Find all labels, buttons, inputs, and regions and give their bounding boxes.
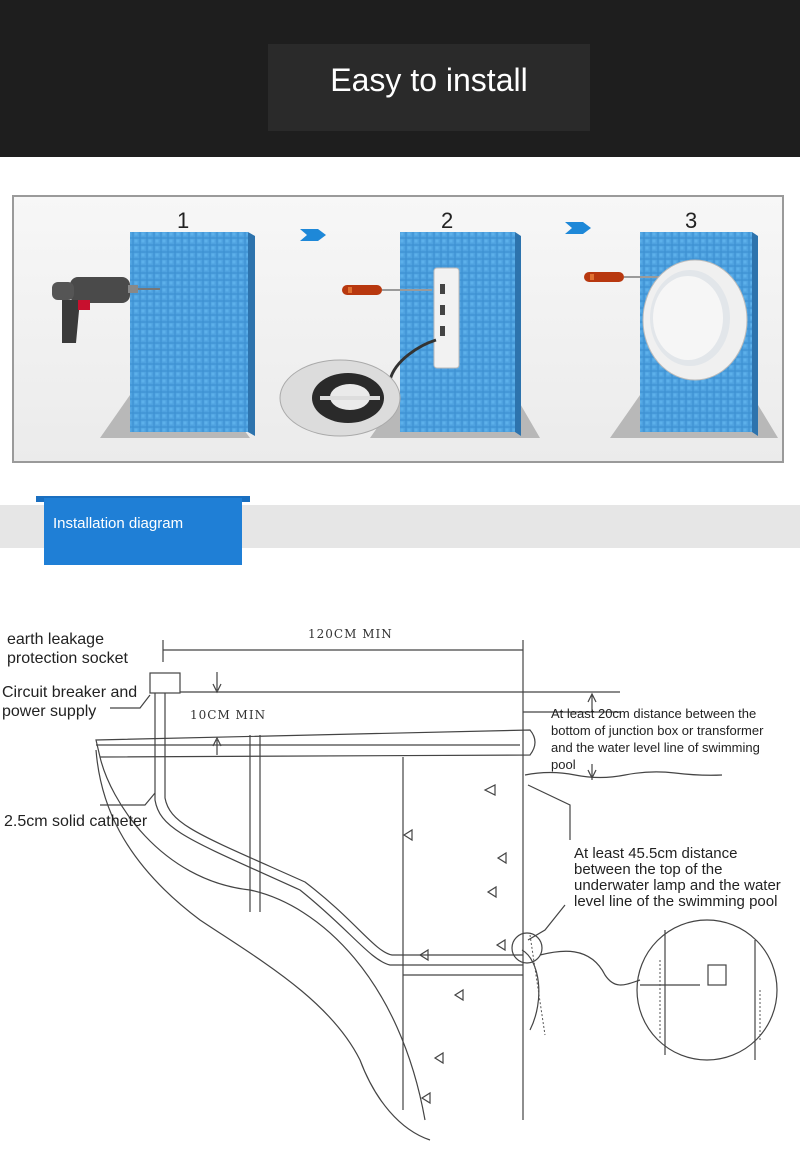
- label-breaker-1: Circuit breaker and: [2, 684, 138, 701]
- tile-wall-1: [130, 232, 248, 432]
- step-number-3: 3: [685, 208, 698, 233]
- lamp-base-plate: [279, 359, 401, 437]
- label-distance-45-3: underwater lamp and the water: [574, 877, 781, 894]
- arrow-icon-2: [565, 222, 591, 234]
- label-breaker-2: power supply: [2, 703, 97, 720]
- socket-box: [149, 672, 181, 694]
- label-earth-leakage-2: protection socket: [7, 650, 128, 667]
- label-distance-20-3: and the water level line of swimming: [551, 740, 760, 755]
- label-distance-20-2: bottom of junction box or transformer: [551, 723, 764, 738]
- banner-title: Easy to install: [330, 62, 528, 98]
- screwdriver-icon: [342, 285, 432, 295]
- step-number-1: 1: [177, 208, 190, 233]
- banner-title-box: [268, 44, 590, 131]
- label-earth-leakage-1: earth leakage: [7, 631, 104, 648]
- label-distance-20-1: At least 20cm distance between the: [551, 706, 757, 721]
- mounting-bracket: [433, 267, 460, 369]
- section-tab: [44, 498, 242, 565]
- underwater-lamp: [642, 259, 748, 381]
- lamp-detail-circle: [636, 919, 778, 1061]
- label-catheter: 2.5cm solid catheter: [4, 813, 148, 830]
- step-number-2: 2: [441, 208, 454, 233]
- dimension-width-min: 120CM MIN: [308, 627, 393, 641]
- label-distance-20-4: pool: [551, 757, 576, 772]
- arrow-icon-1: [300, 229, 326, 241]
- dimension-height-min: 10CM MIN: [190, 708, 267, 722]
- label-distance-45-2: between the top of the: [574, 861, 723, 878]
- drill-icon: [52, 277, 160, 343]
- label-distance-45-1: At least 45.5cm distance: [574, 845, 738, 862]
- label-distance-45-4: level line of the swimming pool: [574, 893, 778, 910]
- section-tab-label: Installation diagram: [53, 515, 184, 532]
